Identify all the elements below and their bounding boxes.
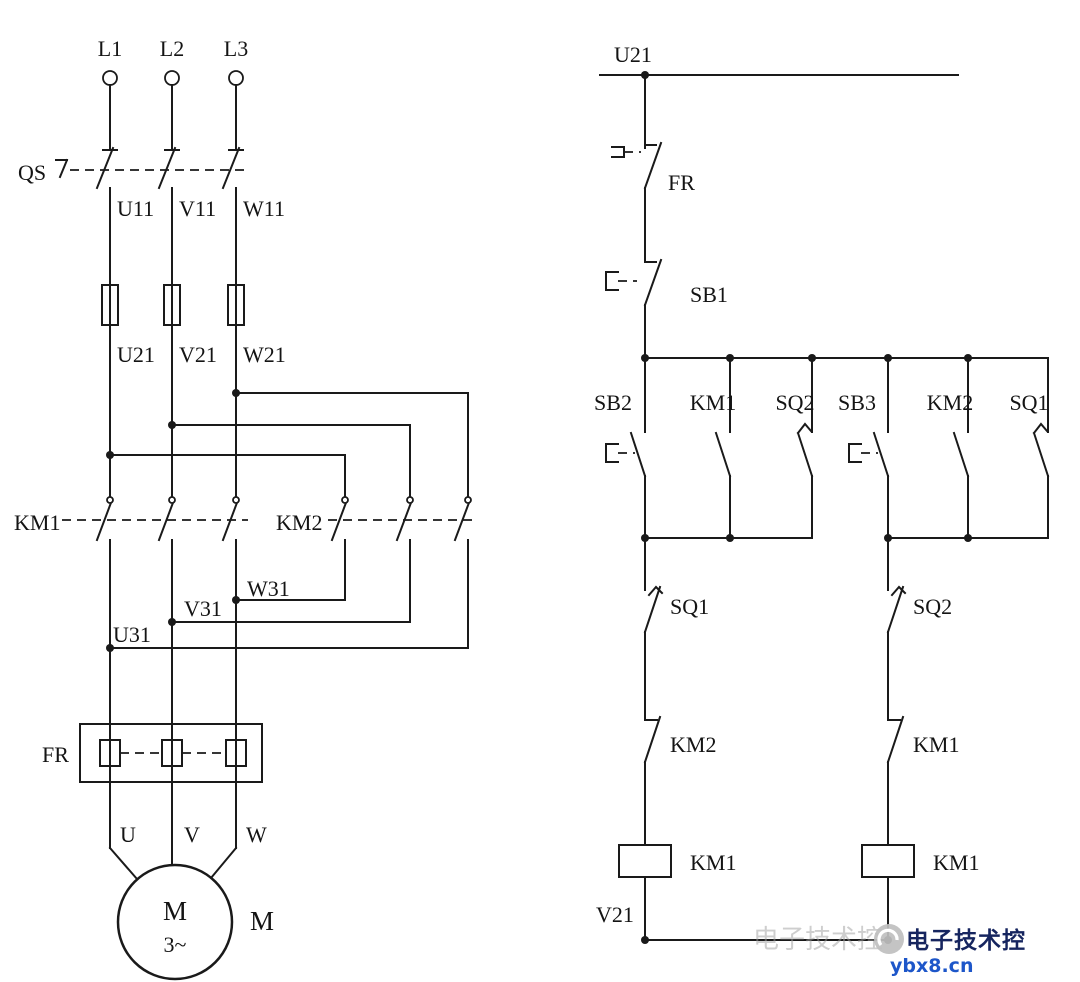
watermark-site-text: ybx8.cn — [890, 955, 973, 977]
reversing-crossover-wires — [109, 392, 469, 649]
heater-element-w — [225, 739, 247, 767]
label-l2: L2 — [160, 36, 184, 61]
label-km1-coil-left: KM1 — [690, 850, 736, 875]
junction-dot — [964, 354, 972, 362]
control-actuator-links-dashed — [618, 151, 878, 454]
label-v31: V31 — [184, 596, 222, 621]
power-phase-wires — [102, 84, 244, 881]
qs-switch-blades — [95, 146, 241, 190]
label-u21-main: U21 — [117, 342, 155, 367]
watermark: 电子技术控 电子技术控 ybx8.cn — [753, 924, 1026, 977]
label-u21-node: U21 — [614, 42, 652, 67]
label-l1: L1 — [98, 36, 122, 61]
label-km1-no: KM1 — [690, 390, 736, 415]
label-sq2-no: SQ2 — [775, 390, 814, 415]
label-motor-u: U — [120, 822, 136, 847]
label-w21-main: W21 — [243, 342, 286, 367]
label-v21-node: V21 — [596, 902, 634, 927]
label-motor-v: V — [184, 822, 200, 847]
label-motor-w: W — [246, 822, 267, 847]
junction-dot — [641, 534, 649, 542]
watermark-logo-icon — [874, 924, 904, 954]
junction-dot — [641, 71, 649, 79]
label-u11: U11 — [117, 196, 154, 221]
junction-dot — [726, 534, 734, 542]
power-circuit: L1 L2 L3 QS U11 V11 W11 U21 V21 W21 KM1 … — [14, 36, 474, 981]
contact-gap-circle — [168, 496, 176, 504]
label-km2-main: KM2 — [276, 510, 322, 535]
label-km1-coil-right: KM1 — [933, 850, 979, 875]
junction-dot — [168, 618, 176, 626]
junction-dot — [168, 421, 176, 429]
terminal-l2 — [164, 70, 180, 86]
qs-handle-icon — [55, 158, 69, 179]
km1-coil-right — [861, 844, 915, 878]
junction-dot — [232, 596, 240, 604]
contact-gap-circle — [406, 496, 414, 504]
label-fr-main: FR — [42, 742, 69, 767]
fuse-w — [227, 284, 245, 326]
junction-dot — [964, 534, 972, 542]
label-sq2-nc: SQ2 — [913, 594, 952, 619]
junction-dot — [726, 354, 734, 362]
label-sb2: SB2 — [594, 390, 632, 415]
junction-dot — [884, 354, 892, 362]
label-v11: V11 — [179, 196, 216, 221]
label-fr-contact: FR — [668, 170, 695, 195]
control-contact-blades — [629, 141, 1050, 764]
control-wires — [599, 74, 1049, 941]
contact-gap-circle — [341, 496, 349, 504]
label-km2-interlock: KM2 — [670, 732, 716, 757]
label-l3: L3 — [224, 36, 248, 61]
label-sq1-nc: SQ1 — [670, 594, 709, 619]
junction-dot — [884, 534, 892, 542]
terminal-l1 — [102, 70, 118, 86]
thermal-relay-box — [79, 723, 263, 783]
contact-gap-circle — [464, 496, 472, 504]
label-u31: U31 — [113, 622, 151, 647]
label-w31: W31 — [247, 576, 290, 601]
watermark-logo-swirl — [877, 928, 899, 946]
motor-phase: 3~ — [164, 932, 187, 957]
motor-tag: M — [250, 906, 274, 936]
junction-dot — [808, 354, 816, 362]
label-sb1: SB1 — [690, 282, 728, 307]
label-sq1-no: SQ1 — [1009, 390, 1048, 415]
motor-circle — [116, 863, 234, 981]
terminal-l3 — [228, 70, 244, 86]
fuse-u — [101, 284, 119, 326]
junction-dot — [641, 354, 649, 362]
control-circuit: U21 FR SB1 SB2 KM1 SQ2 SB3 KM2 SQ1 SQ1 S… — [594, 42, 1050, 944]
label-qs: QS — [18, 160, 46, 185]
fuse-v — [163, 284, 181, 326]
km1-coil-left — [618, 844, 672, 878]
junction-dot — [232, 389, 240, 397]
watermark-brand-text: 电子技术控 — [906, 927, 1026, 954]
label-w11: W11 — [243, 196, 285, 221]
label-km1-main: KM1 — [14, 510, 60, 535]
label-km2-no: KM2 — [927, 390, 973, 415]
junction-dot — [106, 644, 114, 652]
watermark-faint-text: 电子技术控 — [753, 925, 883, 955]
contact-gap-circle — [106, 496, 114, 504]
junction-dot — [106, 451, 114, 459]
motor-letter: M — [163, 896, 187, 926]
label-sb3: SB3 — [838, 390, 876, 415]
junction-dot — [641, 936, 649, 944]
label-v21-main: V21 — [179, 342, 217, 367]
contact-gap-circle — [232, 496, 240, 504]
label-km1-interlock: KM1 — [913, 732, 959, 757]
